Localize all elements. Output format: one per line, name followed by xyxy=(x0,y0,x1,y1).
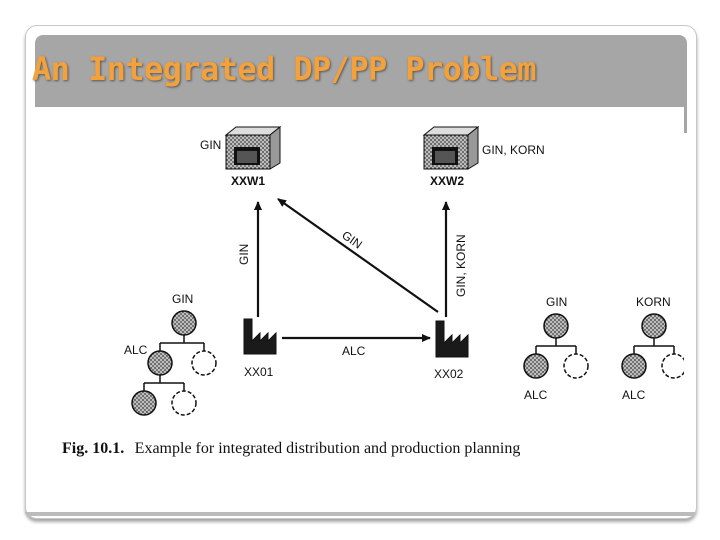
alc-node-icon xyxy=(523,353,549,379)
empty-node-icon xyxy=(563,353,589,379)
alc-node-icon xyxy=(621,353,647,379)
warehouse-xxw2-icon xyxy=(422,125,480,170)
warehouse-xxw1-id: XXW1 xyxy=(231,174,265,188)
bom-right1-top-label: GIN xyxy=(546,295,567,309)
distribution-diagram: GIN XXW1 GIN, KORN XXW2 XX01 XX02 GIN GI… xyxy=(62,125,684,457)
plant-xx01-id: XX01 xyxy=(244,365,274,379)
slide-title: An Integrated DP/PP Problem xyxy=(32,50,537,88)
figure-caption: Fig. 10.1. Example for integrated distri… xyxy=(62,440,520,457)
bom-right2-bottom-label: ALC xyxy=(622,388,646,402)
gin-node-icon xyxy=(171,310,197,336)
component-node-icon xyxy=(131,390,157,416)
figure-caption-text: Example for integrated distribution and … xyxy=(135,440,521,457)
warehouse-xxw2-products: GIN, KORN xyxy=(482,143,545,157)
korn-node-icon xyxy=(641,313,667,339)
alc-node-icon xyxy=(147,350,173,376)
bom-right1-bottom-label: ALC xyxy=(524,388,548,402)
bom-left-top-label: GIN xyxy=(172,292,193,306)
empty-node-icon xyxy=(171,390,197,416)
empty-node-icon xyxy=(191,350,217,376)
flow-xx02-xxw1-label: GIN xyxy=(339,228,365,252)
bom-tree-right-korn: KORN ALC xyxy=(621,295,684,402)
gin-node-icon xyxy=(543,313,569,339)
flow-xx01-xx02-label: ALC xyxy=(342,344,366,358)
slide-bottom-edge xyxy=(25,512,695,516)
plant-xx01-icon xyxy=(243,318,277,355)
plant-xx02-id: XX02 xyxy=(434,367,464,381)
warehouse-xxw2-id: XXW2 xyxy=(430,174,464,188)
flow-xx02-to-xxw1 xyxy=(277,198,439,313)
flow-xx01-xxw1-label: GIN xyxy=(237,244,251,265)
figure-scan: GIN XXW1 GIN, KORN XXW2 XX01 XX02 GIN GI… xyxy=(34,107,684,465)
flow-xx02-xxw2-label: GIN, KORN xyxy=(454,234,468,297)
bom-left-mid-label: ALC xyxy=(124,343,148,357)
plant-xx02-icon xyxy=(435,320,469,358)
warehouse-xxw1-products: GIN xyxy=(200,138,221,152)
empty-node-icon xyxy=(661,353,684,379)
bom-tree-right-gin: GIN ALC xyxy=(523,295,589,402)
bom-right2-top-label: KORN xyxy=(636,295,671,309)
warehouse-xxw1-icon xyxy=(224,125,282,170)
figure-caption-label: Fig. 10.1. xyxy=(62,440,124,457)
bom-tree-left: GIN ALC xyxy=(124,292,217,416)
